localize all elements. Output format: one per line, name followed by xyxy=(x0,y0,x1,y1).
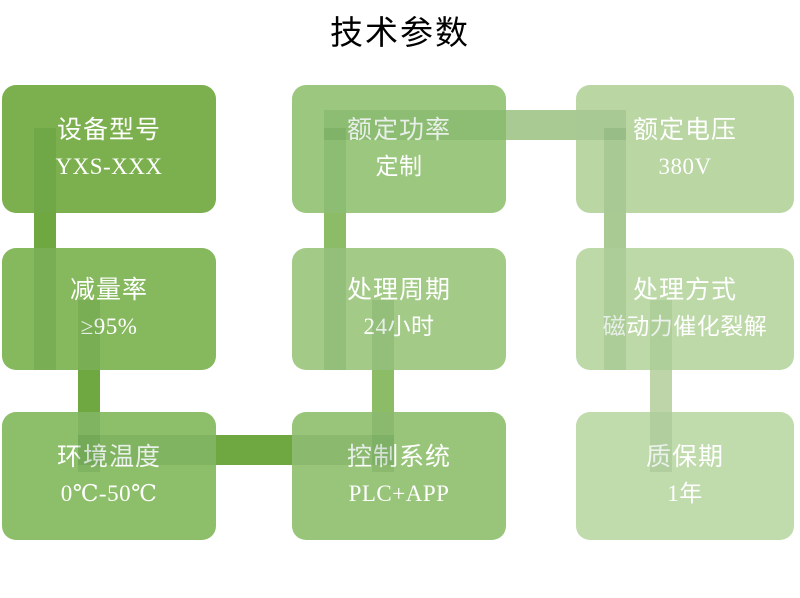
card-title: 额定功率 xyxy=(346,117,451,144)
card-value: 定制 xyxy=(375,154,423,179)
card-title: 额定电压 xyxy=(632,117,737,144)
card-value: 24小时 xyxy=(363,314,435,339)
card-value: YXS-XXX xyxy=(55,154,163,179)
card-warranty-period[interactable]: 质保期 1年 xyxy=(576,412,794,540)
page-title: 技术参数 xyxy=(330,16,470,52)
card-treatment-cycle[interactable]: 处理周期 24小时 xyxy=(292,248,506,370)
card-value: PLC+APP xyxy=(348,481,450,506)
card-rated-power[interactable]: 额定功率 定制 xyxy=(292,85,506,213)
card-device-model[interactable]: 设备型号 YXS-XXX xyxy=(2,85,216,213)
card-value: 磁动力催化裂解 xyxy=(602,314,768,339)
card-title: 环境温度 xyxy=(56,444,161,471)
card-title: 控制系统 xyxy=(346,444,451,471)
card-value: 380V xyxy=(658,154,712,179)
card-ambient-temperature[interactable]: 环境温度 0℃-50℃ xyxy=(2,412,216,540)
card-control-system[interactable]: 控制系统 PLC+APP xyxy=(292,412,506,540)
card-title: 减量率 xyxy=(69,277,148,304)
card-reduction-rate[interactable]: 减量率 ≥95% xyxy=(2,248,216,370)
card-rated-voltage[interactable]: 额定电压 380V xyxy=(576,85,794,213)
card-value: ≥95% xyxy=(80,314,138,339)
card-title: 设备型号 xyxy=(56,117,161,144)
card-value: 0℃-50℃ xyxy=(60,481,158,506)
card-title: 处理周期 xyxy=(346,277,451,304)
card-value: 1年 xyxy=(667,481,703,506)
card-title: 质保期 xyxy=(645,444,724,471)
card-title: 处理方式 xyxy=(632,277,737,304)
card-treatment-method[interactable]: 处理方式 磁动力催化裂解 xyxy=(576,248,794,370)
